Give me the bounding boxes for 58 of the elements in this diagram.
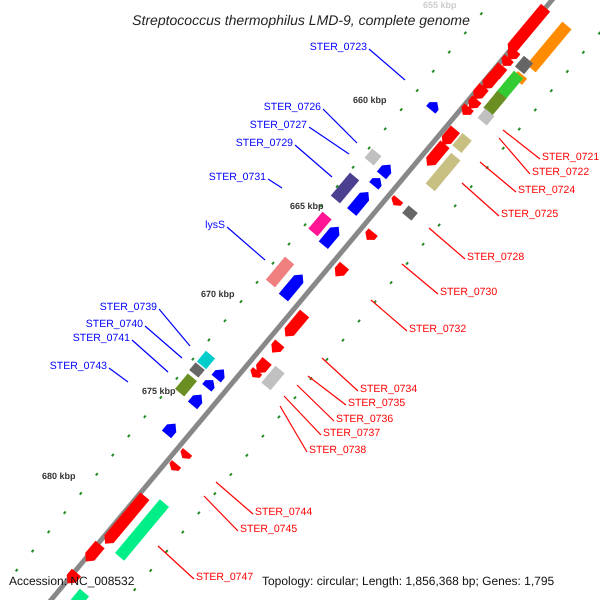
leader-line (428, 228, 466, 260)
gene-label: STER_0745 (240, 523, 298, 536)
leader-line (370, 300, 408, 332)
gene-label: lysS (205, 219, 225, 232)
footer-note: Accession: NC_008532 (9, 574, 134, 588)
position-label: 660 kbp (353, 95, 387, 105)
leader-line (226, 226, 266, 260)
leader-line (204, 496, 238, 532)
gene-label: STER_0727 (250, 119, 307, 132)
leader-line (284, 396, 322, 436)
position-label: 665 kbp (290, 201, 324, 211)
leader-line (279, 406, 308, 452)
gene-label: STER_0722 (532, 166, 590, 179)
gene-label: STER_0740 (86, 318, 143, 331)
position-label: 675 kbp (142, 386, 176, 396)
gene-label: STER_0743 (50, 360, 107, 373)
leader-line (216, 482, 254, 514)
gene-label: STER_0724 (518, 184, 576, 197)
leader-line (308, 376, 346, 406)
gene-label: STER_0731 (208, 171, 266, 184)
gene-label: STER_0721 (542, 151, 600, 164)
gene-label: STER_0737 (323, 427, 380, 440)
gene-label: STER_0747 (196, 571, 254, 584)
gene-label: STER_0736 (336, 413, 394, 426)
leader-line (158, 308, 190, 346)
leader-line (498, 138, 530, 174)
leader-line (368, 48, 406, 80)
leader-line (322, 108, 358, 144)
gene-label: STER_0738 (309, 444, 366, 457)
leader-line (144, 326, 182, 358)
gene-label: STER_0725 (501, 208, 558, 221)
gene-label: STER_0739 (100, 301, 157, 314)
gene-label: STER_0726 (264, 101, 321, 114)
gene-label: STER_0741 (72, 332, 130, 345)
leader-line (158, 546, 194, 580)
position-label: 680 kbp (42, 471, 76, 481)
gene-label: STER_0734 (360, 383, 418, 396)
leader-line (308, 126, 350, 154)
gene-label: STER_0732 (409, 323, 466, 336)
leader-line (108, 368, 128, 382)
position-label: 670 kbp (201, 289, 235, 299)
gene-label: STER_0723 (310, 41, 367, 54)
gene-label: STER_0728 (467, 251, 524, 264)
gene-label: STER_0729 (236, 137, 293, 150)
leader-line (462, 182, 500, 216)
gene-label: STER_0735 (348, 397, 406, 410)
leader-line (502, 130, 540, 160)
gene-label: STER_0730 (440, 286, 498, 299)
leader-line (294, 144, 332, 178)
leader-line (296, 384, 334, 422)
leader-line (268, 178, 282, 188)
leader-line (322, 358, 358, 392)
leader-line (402, 264, 438, 294)
leader-line (132, 340, 168, 372)
diagram-title: Streptococcus thermophilus LMD-9, complete genome (131, 12, 471, 28)
footer-note: Topology: circular; Length: 1,856,368 bp; Genes: 1,795 (262, 574, 554, 588)
leader-line (480, 162, 516, 192)
gene-label: STER_0744 (255, 506, 312, 519)
